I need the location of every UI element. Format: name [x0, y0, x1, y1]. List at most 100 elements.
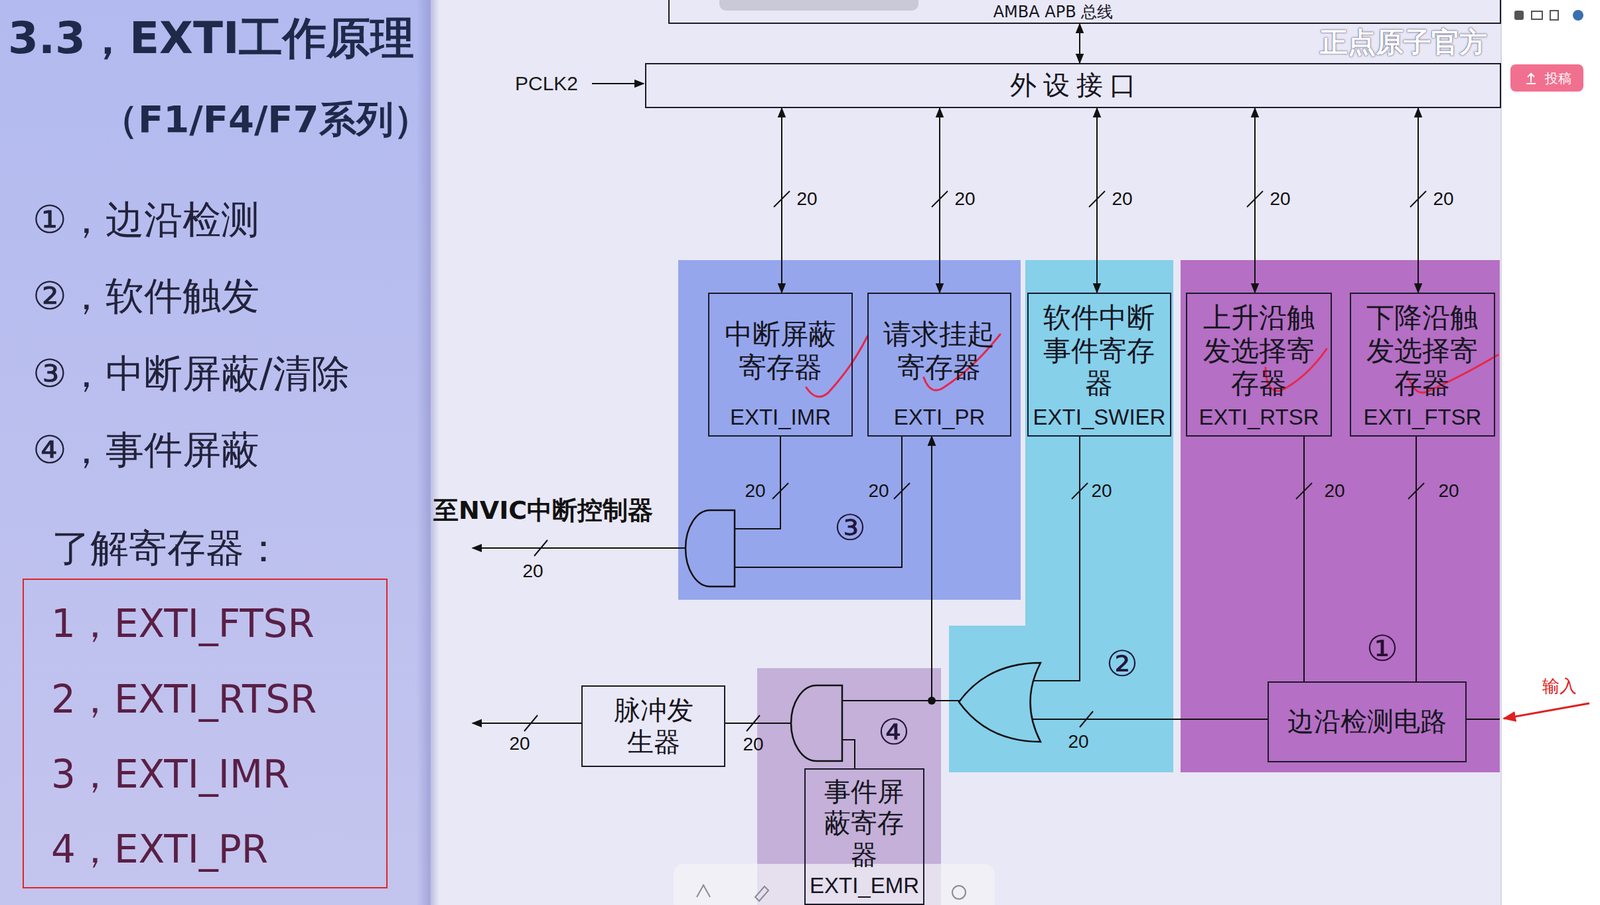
bus-width-slash: [773, 191, 790, 208]
text-holder: 20: [522, 560, 543, 582]
bus-width: 20: [1438, 481, 1459, 502]
register-box: 请求挂起寄存器 EXTI_PR: [867, 292, 1012, 437]
input-wire: [1466, 718, 1500, 721]
slide-panel: [0, 0, 431, 905]
event-output-arrow: [472, 722, 582, 725]
bus-width: 20: [744, 480, 766, 502]
bus-width: 20: [1067, 731, 1089, 753]
text-holder: 正点原子官方: [1319, 26, 1488, 59]
wires: [472, 83, 1500, 732]
text-holder: 20: [1269, 189, 1291, 210]
register-frame: 1，EXTI_FTSR2，EXTI_RTSR3，EXTI_IMR4，EXTI_P…: [22, 578, 388, 889]
callout-number: ③: [834, 508, 867, 548]
register-box: 中断屏蔽寄存器 EXTI_IMR: [708, 292, 853, 437]
sidebar-icon: [1550, 10, 1559, 20]
register-id: EXTI_IMR: [729, 404, 831, 431]
text-holder: 20: [1438, 481, 1459, 502]
outline-item: ③，中断屏蔽/清除: [32, 351, 350, 397]
outline-item: ②，软件触发: [32, 274, 260, 319]
bus-width-slash: [1296, 483, 1312, 500]
interface-box: 外 设 接 口: [645, 63, 1502, 109]
register-box: 事件屏蔽寄存器EXTI_EMR: [804, 768, 925, 905]
annotation-text: 输入: [1542, 676, 1577, 697]
slide-title: 3.3，EXTI工作原理: [7, 13, 415, 64]
register-item: 1，EXTI_FTSR: [51, 601, 387, 647]
bus-width: 20: [868, 480, 889, 502]
bus-width-slash: [772, 483, 789, 500]
bus-width: 20: [1111, 189, 1133, 210]
bus-width: 20: [1432, 189, 1454, 210]
signal-connector: [1303, 436, 1305, 682]
signal-connector: [931, 436, 1268, 720]
and-gate: [685, 510, 735, 587]
register-box: 软件中断事件寄存器EXTI_SWIER: [1027, 292, 1172, 437]
bus-width-slash: [1079, 711, 1093, 728]
text-holder: 20: [1067, 731, 1089, 753]
bus-width: 20: [1090, 481, 1112, 502]
bus-width-slash: [1071, 483, 1088, 500]
text-holder: 20: [1111, 189, 1133, 210]
bus-width: 20: [742, 734, 764, 756]
callout-number: ④: [877, 712, 910, 752]
register-item: 2，EXTI_RTSR: [51, 677, 387, 723]
text-holder: ④，事件屏蔽: [32, 428, 260, 473]
register-id: EXTI_PR: [893, 404, 986, 431]
bus-name: AMBA APB 总线: [993, 3, 1114, 21]
callout-number: ②: [1106, 644, 1139, 684]
register-name: 中断屏蔽寄存器: [719, 318, 843, 385]
text-holder: ①，边沿检测: [32, 197, 260, 243]
register-list: 了解寄存器：1，EXTI_FTSR2，EXTI_RTSR3，EXTI_IMR4，…: [22, 521, 388, 889]
bus-width-slash: [931, 191, 948, 208]
sidebar-icon: [1531, 11, 1543, 20]
text-holder: AMBA APB 总线: [993, 3, 1114, 21]
text-holder: 20: [1323, 481, 1345, 502]
bus-width-slash: [534, 540, 548, 557]
text-holder: 3.3，EXTI工作原理: [7, 13, 415, 64]
bus-width-slash: [1408, 483, 1425, 500]
register-id: EXTI_EMR: [809, 873, 920, 899]
register-name: 事件屏蔽寄存器: [820, 776, 908, 871]
signal-connector: [1415, 436, 1417, 682]
text-holder: 20: [1090, 481, 1112, 502]
browser-sidebar: [1501, 0, 1600, 905]
clock-arrow: [591, 82, 644, 85]
bus-width-slash: [524, 715, 538, 732]
bus-bar: AMBA APB 总线: [668, 0, 1502, 24]
outline-item: ①，边沿检测: [32, 197, 260, 243]
text-holder: ②，软件触发: [32, 274, 260, 319]
watermark: 正点原子官方: [1319, 26, 1488, 59]
bus-width-slash: [1246, 191, 1263, 208]
signal-connector: [931, 436, 1080, 701]
region-fill: [678, 260, 1021, 600]
subtitle: （F1/F4/F7系列）: [100, 98, 431, 141]
region-fills: [678, 260, 1500, 905]
text-holder: 输入: [1542, 676, 1577, 697]
and-gate: [791, 685, 843, 762]
register-name: 请求挂起寄存器: [877, 318, 1001, 385]
text-holder: 至NVIC中断控制器: [433, 496, 654, 526]
bus-width-slash: [893, 483, 910, 500]
player-toolbar: [719, 0, 919, 11]
register-box: 上升沿触发选择寄存器EXTI_RTSR: [1185, 292, 1332, 437]
box-label: 边沿检测电路: [1287, 706, 1447, 738]
toolbar-icon: [696, 885, 711, 898]
text-holder: PCLK2: [514, 72, 579, 96]
text-holder: 20: [744, 480, 766, 502]
register-item: 4，EXTI_PR: [51, 827, 387, 873]
bus-width: 20: [522, 560, 543, 582]
interrupt-mask-region: 中断屏蔽寄存器 EXTI_IMR 请求挂起寄存器 EXTI_PR ③: [678, 260, 1021, 600]
bus-width: 20: [954, 189, 975, 210]
outline-item: ④，事件屏蔽: [32, 428, 260, 473]
register-name: 下降沿触发选择寄存器: [1361, 301, 1484, 401]
post-button: [1510, 64, 1584, 92]
register-box: 下降沿触发选择寄存器EXTI_FTSR: [1349, 292, 1496, 437]
text-holder: 20: [868, 480, 889, 502]
toolbar-icon: [755, 886, 769, 902]
clock-name: PCLK2: [514, 72, 579, 96]
sidebar-icon: [1514, 10, 1524, 20]
edge-detector-box: 边沿检测电路: [1267, 681, 1467, 763]
upload-icon: [1526, 73, 1536, 84]
bus-width-slash: [1089, 191, 1105, 208]
text-holder: 20: [954, 189, 975, 210]
